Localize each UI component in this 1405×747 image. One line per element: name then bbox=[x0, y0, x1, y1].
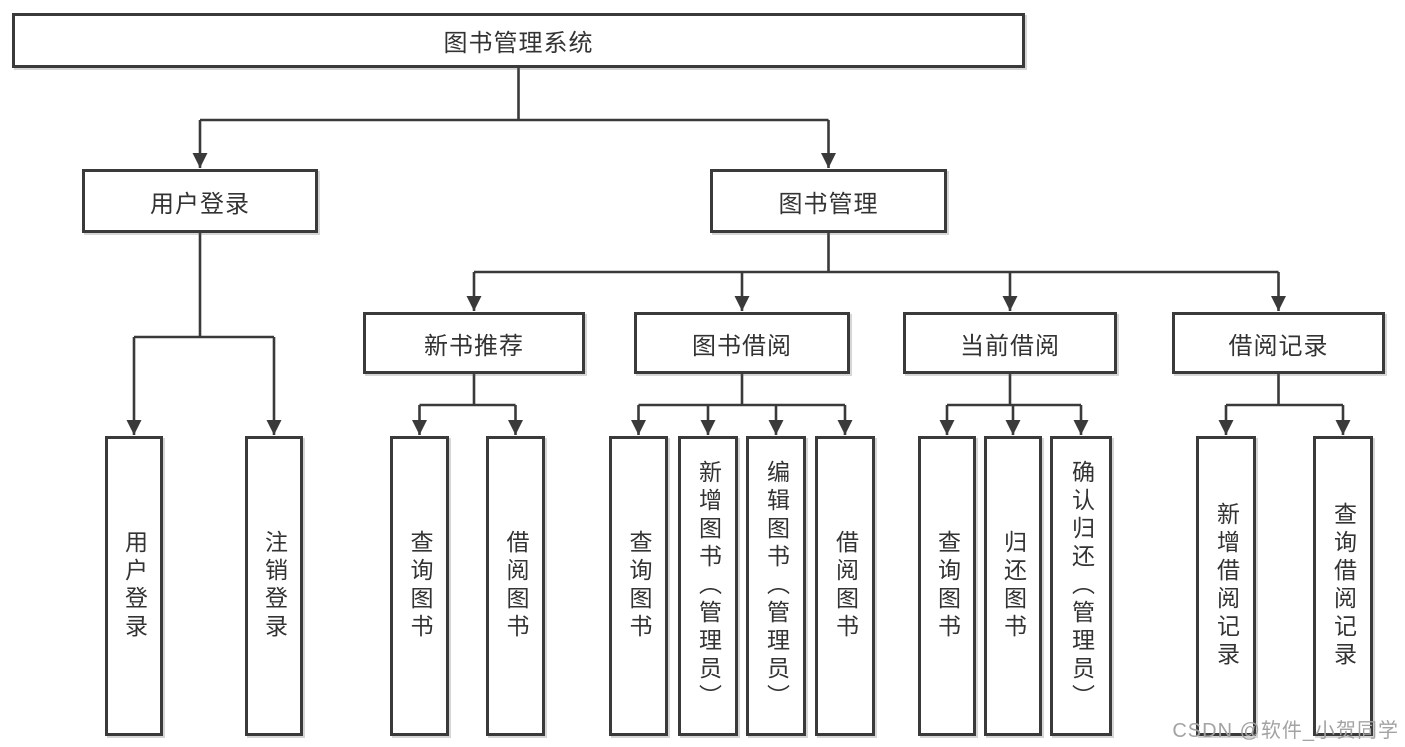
connector-path bbox=[638, 374, 845, 407]
connector-path bbox=[1226, 374, 1343, 407]
node-current-borrowing: 当前借阅 bbox=[903, 312, 1117, 374]
leaf-add-books-admin-label: 新增图书（管理员） bbox=[695, 460, 722, 712]
leaf-borrow-books-recommend-label: 借阅图书 bbox=[503, 530, 529, 642]
leaf-confirm-return-admin-label: 确认归还（管理员） bbox=[1068, 460, 1095, 712]
leaf-query-books-recommend: 查询图书 bbox=[390, 436, 449, 736]
connector-path bbox=[947, 374, 1081, 407]
leaf-logout: 注销登录 bbox=[245, 436, 303, 736]
leaf-logout-label: 注销登录 bbox=[261, 530, 288, 642]
leaf-query-books-current: 查询图书 bbox=[918, 436, 976, 736]
leaf-borrow-books: 借阅图书 bbox=[815, 436, 875, 736]
leaf-query-books-recommend-label: 查询图书 bbox=[407, 530, 433, 642]
leaf-edit-books-admin-label: 编辑图书（管理员） bbox=[763, 460, 790, 712]
leaf-query-books-borrow-label: 查询图书 bbox=[626, 530, 652, 642]
watermark: CSDN @软件_小贺同学 bbox=[1172, 720, 1399, 742]
node-library-management-system: 图书管理系统 bbox=[12, 13, 1025, 68]
leaf-confirm-return-admin: 确认归还（管理员） bbox=[1050, 436, 1112, 736]
leaf-add-borrow-record: 新增借阅记录 bbox=[1196, 436, 1256, 736]
connector-path bbox=[200, 68, 829, 122]
connector-path bbox=[474, 233, 1279, 274]
leaf-query-books-borrow: 查询图书 bbox=[609, 436, 668, 736]
leaf-query-books-current-label: 查询图书 bbox=[934, 530, 961, 642]
node-new-book-recommendation: 新书推荐 bbox=[363, 312, 585, 374]
leaf-edit-books-admin: 编辑图书（管理员） bbox=[746, 436, 806, 736]
node-book-management: 图书管理 bbox=[710, 169, 947, 233]
leaf-user-login-label: 用户登录 bbox=[121, 530, 148, 642]
leaf-add-borrow-record-label: 新增借阅记录 bbox=[1213, 502, 1240, 670]
node-borrowing-records: 借阅记录 bbox=[1172, 312, 1385, 374]
leaf-return-books: 归还图书 bbox=[984, 436, 1042, 736]
leaf-query-borrow-record-label: 查询借阅记录 bbox=[1330, 502, 1357, 670]
node-user-login: 用户登录 bbox=[82, 169, 318, 233]
leaf-add-books-admin: 新增图书（管理员） bbox=[678, 436, 738, 736]
leaf-user-login: 用户登录 bbox=[105, 436, 163, 736]
connector-path bbox=[419, 374, 516, 407]
connector-path bbox=[134, 233, 274, 339]
node-book-borrowing: 图书借阅 bbox=[634, 312, 850, 374]
leaf-query-borrow-record: 查询借阅记录 bbox=[1313, 436, 1373, 736]
leaf-borrow-books-recommend: 借阅图书 bbox=[486, 436, 545, 736]
leaf-return-books-label: 归还图书 bbox=[1000, 530, 1027, 642]
leaf-borrow-books-label: 借阅图书 bbox=[832, 530, 859, 642]
